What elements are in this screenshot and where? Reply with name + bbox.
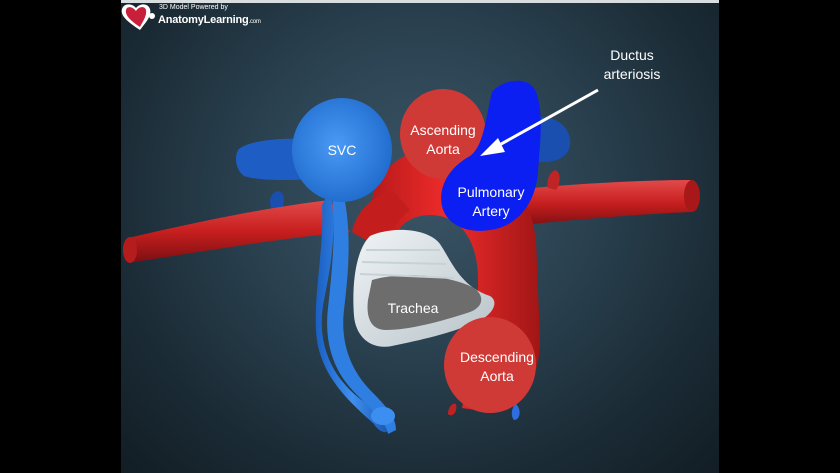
label-svc: SVC bbox=[327, 142, 357, 158]
top-edge-bar bbox=[121, 0, 719, 3]
label-ductus-line2: arteriosis bbox=[603, 66, 661, 82]
label-ductus-arteriosis: Ductus arteriosis bbox=[592, 46, 672, 84]
brand-suffix: .com bbox=[248, 19, 261, 25]
brand-caption: 3D Model Powered by bbox=[159, 4, 228, 11]
label-ductus-line1: Ductus bbox=[610, 47, 654, 63]
left-pulmonary-artery bbox=[510, 170, 700, 226]
ductus-arrow bbox=[480, 88, 599, 156]
right-pulmonary-artery bbox=[123, 200, 350, 263]
label-descending-line2: Aorta bbox=[480, 368, 514, 384]
ascending-aorta bbox=[400, 89, 486, 179]
pulmonary-artery bbox=[441, 80, 541, 231]
brand-name: AnatomyLearning.com bbox=[158, 14, 261, 26]
label-ascending-line2: Aorta bbox=[426, 141, 460, 157]
trachea bbox=[353, 229, 495, 347]
anatomy-learning-logo bbox=[121, 4, 155, 30]
brand-watermark: 3D Model Powered by AnatomyLearning.com bbox=[122, 3, 262, 33]
label-descending-aorta: Descending Aorta bbox=[452, 348, 542, 386]
brand-name-text: AnatomyLearning bbox=[158, 14, 249, 26]
superior-vena-cava bbox=[292, 98, 396, 434]
descending-aorta bbox=[444, 317, 536, 420]
label-ascending-aorta: Ascending Aorta bbox=[403, 121, 483, 159]
label-pulmonary-line1: Pulmonary bbox=[457, 184, 525, 200]
label-pulmonary-line2: Artery bbox=[472, 203, 510, 219]
label-descending-line1: Descending bbox=[460, 349, 534, 365]
label-trachea: Trachea bbox=[387, 300, 439, 316]
label-pulmonary-artery: Pulmonary Artery bbox=[448, 183, 534, 221]
label-ascending-line1: Ascending bbox=[410, 122, 476, 138]
